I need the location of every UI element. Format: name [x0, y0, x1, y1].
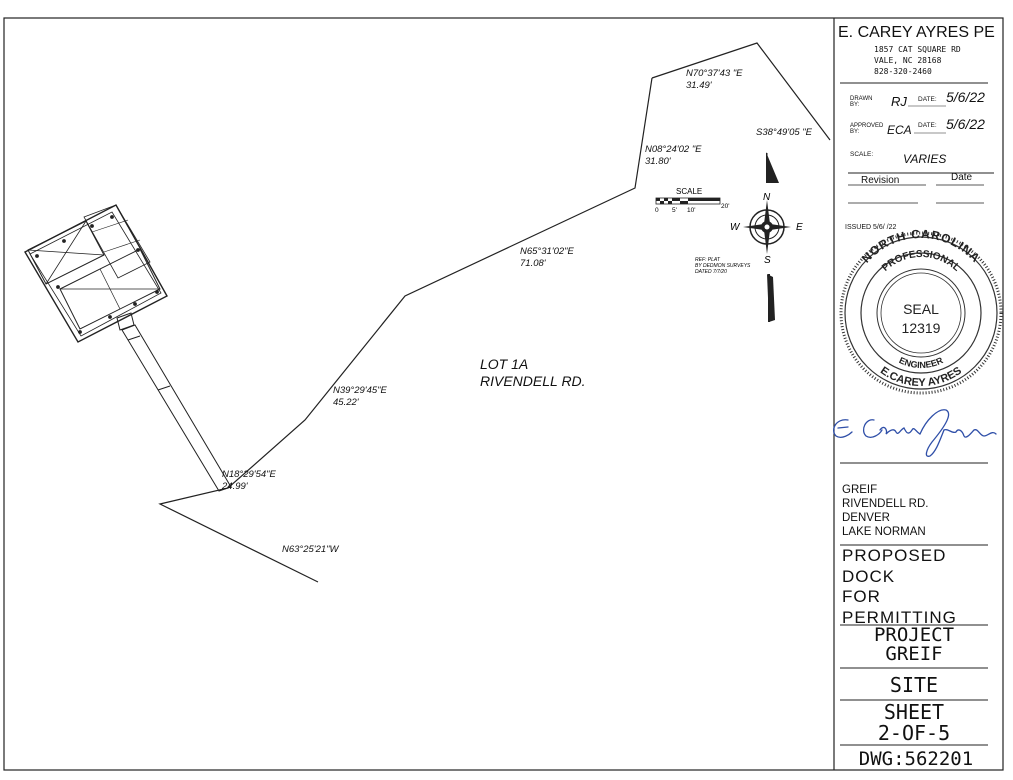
compass-n: N	[763, 192, 771, 203]
address-line-2: VALE, NC 28168	[874, 56, 942, 65]
ref-note-3: DATED 7/7/20	[695, 269, 727, 275]
project-info-lake: LAKE NORMAN	[842, 526, 926, 538]
purpose-line-1: PROPOSED	[842, 546, 947, 565]
compass-w: W	[730, 222, 741, 233]
purpose-line-2: DOCK	[842, 566, 896, 586]
project-info-city: DENVER	[842, 512, 890, 524]
sheet-label: SHEET	[883, 700, 945, 724]
property-boundary	[651, 42, 831, 141]
seal-engineer: ENGINEER	[898, 355, 945, 370]
drawn-date-label: DATE:	[918, 96, 937, 103]
project-info: GREIF RIVENDELL RD. DENVER LAKE NORMAN	[842, 483, 929, 539]
revision-header: Revision	[861, 175, 900, 186]
drawn-by-value: RJ	[891, 94, 907, 109]
bearing-b5: N39°29'45"E	[333, 385, 388, 396]
property-boundary-west	[158, 77, 653, 583]
ref-note-1: REF: PLAT	[695, 257, 721, 263]
date-header: Date	[951, 172, 973, 183]
lot-label: LOT 1A	[480, 356, 528, 372]
seal-center-1: SEAL	[903, 301, 939, 317]
approved-by-label: APPROVED BY:	[850, 123, 884, 135]
distance-b3: 31.80'	[645, 156, 672, 167]
approved-date-value: 5/6/22	[946, 116, 985, 132]
scale-tick-20: 20'	[721, 203, 729, 210]
title-block-lines	[840, 82, 994, 746]
address-line-1: 1857 CAT SQUARE RD	[874, 45, 961, 54]
sheet-border	[3, 17, 1004, 771]
bearing-b4: N65°31'02"E	[520, 246, 575, 257]
purpose-line-4: PERMITTING	[842, 607, 957, 627]
engineer-seal: NORTH CAROLINA PROFESSIONAL ENGINEER E.C…	[839, 227, 1003, 395]
dwg-number: DWG:562201	[858, 748, 974, 770]
sheet-number: 2-OF-5	[877, 721, 951, 745]
project-label: PROJECT	[873, 624, 955, 646]
seal-professional: PROFESSIONAL	[880, 249, 962, 274]
scale-title: SCALE	[676, 187, 702, 196]
purpose-block: PROPOSED DOCK FOR PERMITTING	[842, 546, 957, 628]
bearing-b6: N18°29'54"E	[222, 469, 277, 480]
site-label: SITE	[889, 673, 939, 697]
scale-value: VARIES	[903, 152, 947, 166]
seal-number: 12319	[902, 320, 941, 336]
drawn-date-value: 5/6/22	[946, 89, 985, 105]
address-line-3: 828-320-2460	[874, 67, 932, 76]
scale-tick-5: 5'	[672, 207, 677, 214]
scale-label: SCALE:	[850, 151, 874, 158]
distance-b5: 45.22'	[333, 397, 360, 408]
approved-date-label: DATE:	[918, 122, 937, 129]
compass-e: E	[796, 222, 803, 233]
purpose-line-3: FOR	[842, 587, 881, 606]
bearing-b7: N63°25'21"W	[282, 544, 340, 555]
distance-b6: 24.99'	[221, 481, 249, 492]
project-name: GREIF	[885, 643, 943, 665]
dock-structure	[24, 204, 168, 343]
ref-note-2: BY DEDMON SURVEYS	[695, 263, 751, 269]
bearing-b2: S38°49'05 "E	[756, 127, 813, 138]
scale-tick-0: 0	[655, 207, 659, 214]
walkway-pier	[116, 312, 232, 492]
project-info-owner: GREIF	[842, 484, 878, 496]
drawn-by-label: DRAWN BY:	[850, 96, 873, 108]
engineer-signature	[833, 409, 997, 457]
distance-b1: 31.49'	[686, 80, 713, 91]
north-arrow-flags	[766, 152, 779, 322]
bearing-b1: N70°37'43 "E	[686, 68, 743, 79]
compass-s: S	[764, 255, 771, 266]
project-info-road: RIVENDELL RD.	[842, 498, 929, 510]
lot-road-label: RIVENDELL RD.	[480, 373, 586, 389]
compass-rose-icon: N E S W	[730, 192, 803, 266]
firm-name: E. CAREY AYRES PE	[838, 24, 995, 41]
approved-by-value: ECA	[887, 123, 912, 137]
distance-b4: 71.08'	[520, 258, 547, 269]
issued-date: ISSUED 5/6/ /22	[845, 224, 897, 231]
scale-tick-10: 10'	[687, 207, 695, 214]
firm-address: 1857 CAT SQUARE RD VALE, NC 28168 828-32…	[874, 44, 961, 77]
scale-bar: SCALE 0 5' 10' 20'	[655, 187, 729, 214]
bearing-b3: N08°24'02 "E	[645, 144, 702, 155]
